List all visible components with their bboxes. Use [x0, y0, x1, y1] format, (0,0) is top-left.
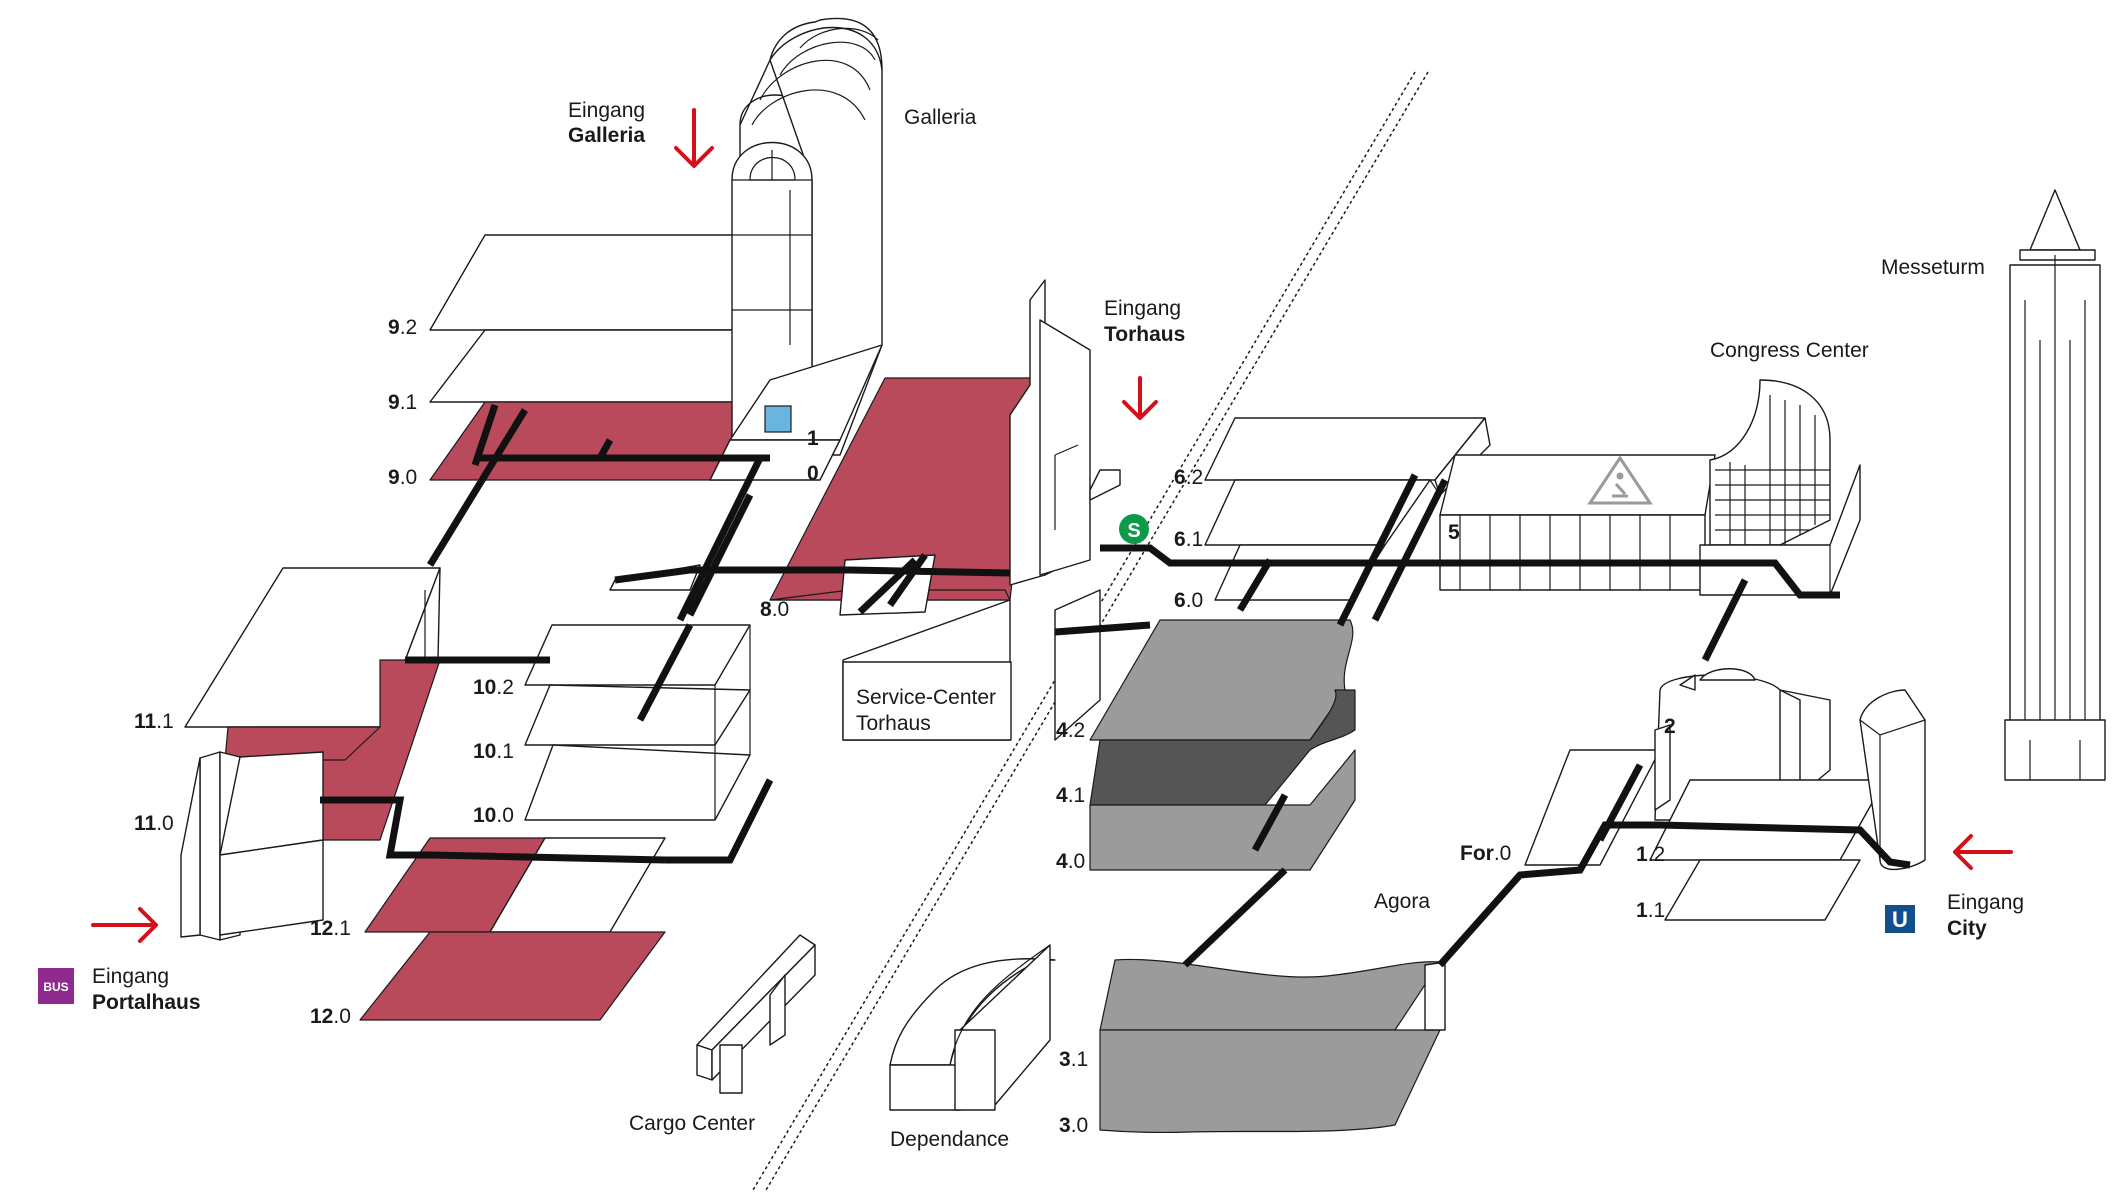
hall-label-9-0: 9.0 — [388, 466, 417, 489]
entrance-torhaus-name: Torhaus — [1104, 323, 1185, 346]
entrance-galleria-word: Eingang — [568, 99, 645, 122]
entrance-galleria-name: Galleria — [568, 124, 645, 147]
entrance-arrow-icon — [91, 108, 2013, 943]
hall-label-2: 2 — [1664, 715, 1676, 738]
hall-10[interactable] — [524, 624, 751, 821]
hall-label-3-0: 3.0 — [1059, 1114, 1088, 1137]
service-center-torhaus[interactable] — [842, 599, 1012, 741]
hall-12[interactable] — [359, 837, 666, 1021]
walkway-network — [320, 403, 1911, 968]
hall-1-forum[interactable] — [1524, 668, 1926, 921]
messeturm[interactable] — [2004, 189, 2106, 781]
label-messeturm: Messeturm — [1881, 256, 1985, 279]
sbahn-badge: S — [1119, 514, 1149, 544]
hall-label-6-1: 6.1 — [1174, 528, 1203, 551]
hall-3[interactable] — [1099, 958, 1446, 1133]
hall-label-3-1: 3.1 — [1059, 1048, 1088, 1071]
label-service-center-1: Service-Center — [856, 686, 996, 709]
hall-label-1-1: 1.1 — [1636, 899, 1665, 922]
cargo-center[interactable] — [696, 934, 816, 1094]
hall-labels: 9.2 9.1 9.0 1 0 8.0 10.2 10.1 10.0 11.1 … — [134, 316, 1676, 1137]
hall-label-10-0: 10.0 — [473, 804, 514, 827]
construction-sign-icon — [1587, 455, 1653, 505]
entrance-city-word: Eingang — [1947, 891, 2024, 914]
hall-label-0-galleria: 0 — [807, 462, 819, 485]
hall-label-12-0: 12.0 — [310, 1005, 351, 1028]
hall-label-4-0: 4.0 — [1056, 850, 1085, 873]
info-square-icon — [764, 405, 792, 433]
label-congress-center: Congress Center — [1710, 339, 1869, 362]
svg-text:S: S — [1127, 520, 1140, 542]
hall-label-4-2: 4.2 — [1056, 719, 1085, 742]
bus-badge: BUS — [38, 968, 74, 1004]
hall-4[interactable] — [1089, 619, 1356, 871]
hall-label-10-2: 10.2 — [473, 676, 514, 699]
entrance-portalhaus-word: Eingang — [92, 965, 169, 988]
hall-label-forum-0: For.0 — [1460, 842, 1511, 865]
label-dependance: Dependance — [890, 1128, 1009, 1151]
hall-label-1-2: 1.2 — [1636, 843, 1665, 866]
hall-label-11-1: 11.1 — [134, 710, 174, 733]
torhaus-building[interactable] — [1009, 279, 1121, 741]
label-service-center-2: Torhaus — [856, 712, 931, 735]
entrance-torhaus-word: Eingang — [1104, 297, 1181, 320]
hall-label-9-2: 9.2 — [388, 316, 417, 339]
svg-text:U: U — [1892, 907, 1908, 932]
hall-label-5: 5 — [1448, 521, 1460, 544]
dependance[interactable] — [889, 944, 1056, 1111]
hall-label-10-1: 10.1 — [473, 740, 514, 763]
hall-5[interactable] — [1439, 454, 1716, 591]
svg-text:BUS: BUS — [43, 980, 68, 994]
hall-label-9-1: 9.1 — [388, 391, 417, 414]
label-galleria: Galleria — [904, 106, 977, 129]
hall-11[interactable] — [180, 567, 441, 941]
label-cargo-center: Cargo Center — [629, 1112, 755, 1135]
hall-label-6-2: 6.2 — [1174, 466, 1203, 489]
label-agora: Agora — [1374, 890, 1430, 913]
hall-label-1-galleria: 1 — [807, 427, 819, 450]
galleria-building[interactable] — [709, 17, 883, 481]
entrance-city-name: City — [1947, 917, 1987, 940]
entrance-portalhaus-name: Portalhaus — [92, 991, 201, 1014]
hall-label-4-1: 4.1 — [1056, 784, 1085, 807]
hall-label-12-1: 12.1 — [310, 917, 351, 940]
hall-label-8-0: 8.0 — [760, 598, 789, 621]
hall-label-11-0: 11.0 — [134, 812, 174, 835]
hall-label-6-0: 6.0 — [1174, 589, 1203, 612]
ubahn-badge: U — [1885, 905, 1915, 933]
